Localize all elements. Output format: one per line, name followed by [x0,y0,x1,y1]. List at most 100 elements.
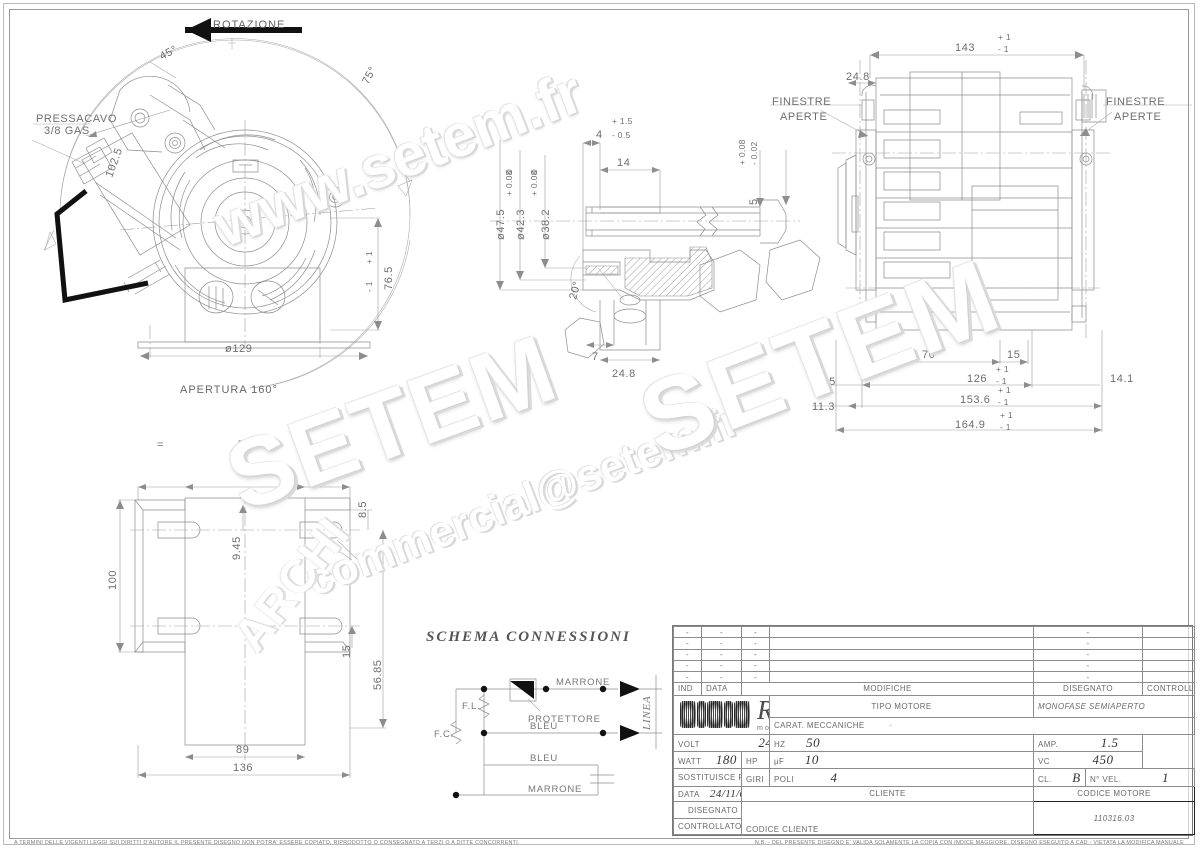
mod-controllato [1142,625,1196,639]
disegnato-label: DISEGNATO [688,805,738,815]
vc-cell: VC 450 [1032,750,1144,770]
dim-143-tol-dn: - 1 [998,44,1009,54]
dim-129: ø129 [225,343,252,355]
sostituisce-cell: SOSTITUISCE PARI NUMERO DEL - [673,768,742,787]
schema-diagram: F.L. F.C. MARRONE PROTETTORE BLEU BLEU M… [434,675,662,799]
dim-42-3: ø42.3 [515,209,527,240]
data-label: DATA [678,789,700,799]
cl-label: CL. [1038,774,1052,784]
title-block: - - - - - - - - - - - - [672,625,1196,836]
schema-label-fl: F.L. [462,701,481,712]
mod-disegnato: - [1032,648,1144,661]
nvel-value: 1 [1161,769,1169,785]
view-side-geometry [770,51,1192,433]
mod-controllato [1142,659,1196,673]
dim-5: 5 [748,198,760,205]
cl-value: B [1072,769,1081,785]
disegnato-cell: DISEGNATO ORLANDI [673,801,742,819]
dim-56-85: 56.85 [372,659,384,690]
poli-value: 4 [830,769,838,785]
tipo-motore-label: TIPO MOTORE [769,694,1034,719]
mod-desc: - [741,637,770,650]
dim-136: 136 [233,762,253,774]
rpm-logo-mark [680,701,750,729]
watt-row: WATT 180 HP - µF 10 VC 450 [673,750,1195,770]
dim-70: 70 [922,349,935,361]
dim-24-8-section: 24.8 [612,368,636,380]
volt-label: VOLT [678,739,700,749]
footer-copyright-left: A TERMINI DELLE VIGENTI LEGGI SUI DIRITT… [14,840,520,846]
dim-5-tol-up: + 0.08 [737,139,747,165]
mod-controllato [1142,648,1196,661]
dim-153-6: 153.6 [960,394,991,406]
giri-cell: GIRI 1380 [741,768,770,787]
label-pressacavo-2: 3/8 GAS [44,125,90,137]
mod-data: - [701,637,742,650]
poli-label: POLI [774,774,794,784]
mod-ind: - [673,637,702,650]
mod-ind: - [673,648,702,661]
dim-76-5-tol-up: + 1 [364,251,374,264]
dim-4-tol-dn: - 0.5 [612,130,631,140]
volt-cell: VOLT 240 [673,733,770,752]
logo-tipo-row: Rpm motori elettrici TIPO MOTORE MONOFAS… [673,694,1196,735]
table-row: - - - - [673,671,1196,684]
data-scala-cell: DATA 24/11/00 SCALA 1/1 [673,785,742,803]
controllato-cell: CONTROLLATO [673,817,742,835]
dim-14: 14 [617,157,630,169]
header-modifiche: MODIFICHE [741,682,1034,696]
mod-controllato [1142,671,1196,684]
dim-102-5: 102.5 [104,146,126,179]
sheet-frame-inner [9,9,1189,839]
dim-20deg: 20° [567,280,583,301]
mod-text [769,648,1034,661]
uf-label: µF [774,757,785,767]
mod-text [769,637,1034,650]
dim-9-45: 9.45 [231,536,243,560]
dim-76-5-tol-dn: - 1 [364,281,374,292]
schema-label-fc: F.C. [434,729,454,740]
dim-126-tol-dn: - 1 [996,376,1007,386]
label-finestre-right-2: APERTE [1114,111,1161,123]
mod-text [769,659,1034,673]
schema-wire-bleu-bot: BLEU [530,753,558,764]
dim-42-3-tol-up: + 0.08 [504,170,514,196]
dim-38-2: ø38.2 [540,209,552,240]
uf-value: 10 [804,752,819,768]
dim-38-2-tol-up: + 0.08 [529,170,539,196]
hp-label: HP [746,757,758,767]
hp-value: - [760,752,768,767]
dim-75: 75 [238,439,251,451]
header-disegnato: DISEGNATO [1032,682,1144,696]
modifiche-header-row: IND DATA MODIFICHE DISEGNATO CONTROLLATO [673,682,1196,696]
label-finestre-left-1: FINESTRE [772,96,831,108]
mod-desc: - [741,671,770,684]
hz-value: 50 [806,734,821,750]
dim-11-3: 11.3 [812,401,835,413]
codice-cliente-cell: CODICE CLIENTE [741,801,1034,835]
view-section-geometry [490,140,821,363]
volt-row: VOLT 240 HZ 50 AMP. 1.5 [673,733,1195,752]
carat-meccaniche-cell: CARAT. MECCANICHE - [768,717,1196,735]
amp-cell: AMP. 1.5 [1032,733,1144,752]
dim-164-9-tol-dn: - 1 [1000,422,1011,432]
mod-disegnato: - [1032,625,1144,639]
mod-desc: - [741,625,770,639]
carat-row: CARAT. MECCANICHE - [674,717,1196,735]
table-row: - - - - [673,648,1196,661]
dim-38-2-tol-dn: 0 [529,169,539,174]
mod-text [769,625,1034,639]
dim-14-1: 14.1 [1110,373,1134,385]
dim-75deg: 75° [360,64,379,86]
dim-eq-left: = [157,439,164,451]
mod-disegnato: - [1032,637,1144,650]
dim-eq-right: = [325,439,332,451]
table-row: - - - - [673,659,1196,673]
mod-ind: - [673,659,702,673]
watt-label: WATT [678,757,702,767]
controllato-row: CONTROLLATO [673,817,1195,835]
dim-13-5: 13.5 [812,376,836,388]
label-finestre-left-2: APERTE [780,111,827,123]
